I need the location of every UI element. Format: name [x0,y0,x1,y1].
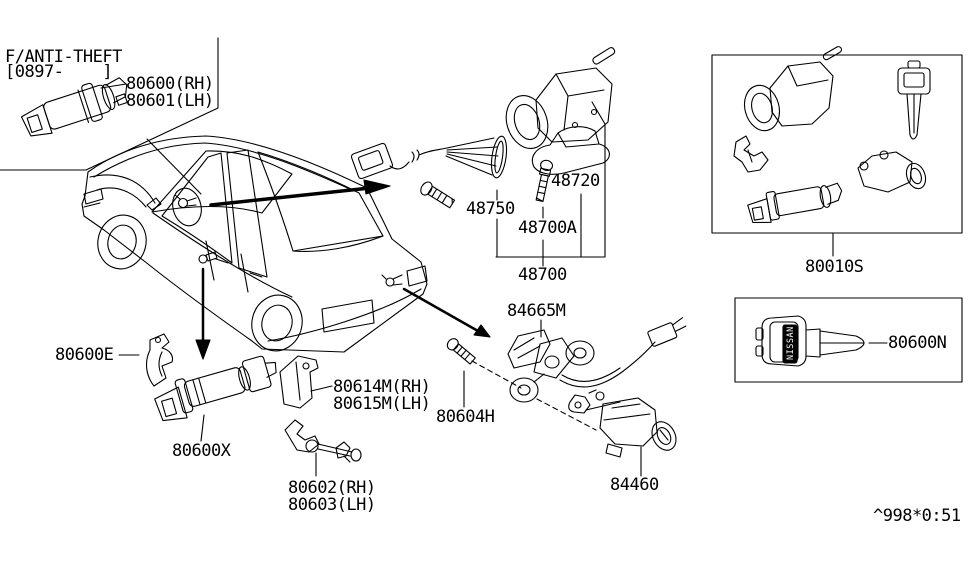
front-wheel [97,214,147,270]
steering-key-area-circle [172,187,202,227]
car-drawing [81,135,428,353]
diagram-code-container: ^998*0:51 [873,506,969,526]
headlight [83,188,104,208]
label-84665m[interactable]: 84665M [507,301,566,321]
mirror [146,197,162,211]
label-80600x[interactable]: 80600X [172,441,231,461]
cover-48720-drawing [531,126,610,175]
striker-84665m-drawing [507,317,687,403]
bracket-80614m-drawing [279,355,319,409]
rear-wheel [251,294,303,352]
label-48700[interactable]: 48700 [518,265,567,285]
label-80010s[interactable]: 80010S [805,257,864,277]
label-80602-rh[interactable]: 80602(RH) [288,478,376,498]
label-48750[interactable]: 48750 [466,199,515,219]
alignment-dashed-lines [471,360,597,431]
lockset-80010s-box [711,46,963,257]
screw-48700a-drawing [535,159,554,202]
detail-callout-lines [0,37,219,195]
label-48700a[interactable]: 48700A [518,218,577,238]
label-80604h[interactable]: 80604H [436,407,495,427]
windshield [151,150,293,214]
lockset-trunk-lock-drawing [857,150,927,193]
key-cylinder-80600-drawing [20,77,128,137]
trunk-lock-84460-drawing [568,389,677,458]
door-cylinder-80600x-drawing [154,355,277,422]
clip-80600e-drawing [145,333,174,387]
harness-48750-drawing [350,135,508,209]
lockset-ignition-lock-drawing [743,46,843,132]
leader-lines [100,83,642,477]
ignition-lock-48700-drawing [505,47,616,149]
key-80600n-drawing [755,315,865,367]
arrow-to-trunk-parts [402,287,491,338]
trunk-keyhole-mark [381,274,403,287]
lockset-key-blank-drawing [897,60,931,140]
diagram-title: F/ANTI-THEFT [5,47,122,67]
taillight [406,265,428,287]
key-blank-80600n-box [734,297,963,383]
label-80600-rh[interactable]: 80600(RH) [126,74,214,94]
label-80601-lh[interactable]: 80601(LH) [126,91,214,111]
license-plate [321,299,375,333]
beltline [152,212,293,298]
diagram-date-range: [0897- ] [5,62,113,82]
door-keyhole-mark [198,251,218,264]
lockset-clip-drawing [733,135,769,173]
lockset-door-cylinder-drawing [747,182,843,224]
label-80615m-lh[interactable]: 80615M(LH) [333,394,431,414]
label-84460[interactable]: 84460 [610,475,659,495]
group-bracket-48700 [495,101,606,267]
label-80603-lh[interactable]: 80603(LH) [288,495,376,515]
arrow-to-ignition-harness [209,179,391,207]
diagram-code: ^998*0:51 [873,506,961,526]
label-80600n[interactable]: 80600N [888,333,947,353]
key-brand-text: NISSAN [786,326,796,360]
label-80600e[interactable]: 80600E [55,345,114,365]
label-48720[interactable]: 48720 [551,171,600,191]
rear-door-window [226,149,268,278]
arrow-to-door-cylinder [195,267,211,360]
rod-80602-drawing [284,419,362,463]
label-80614m-rh[interactable]: 80614M(RH) [333,377,431,397]
front-door-window [161,152,233,264]
